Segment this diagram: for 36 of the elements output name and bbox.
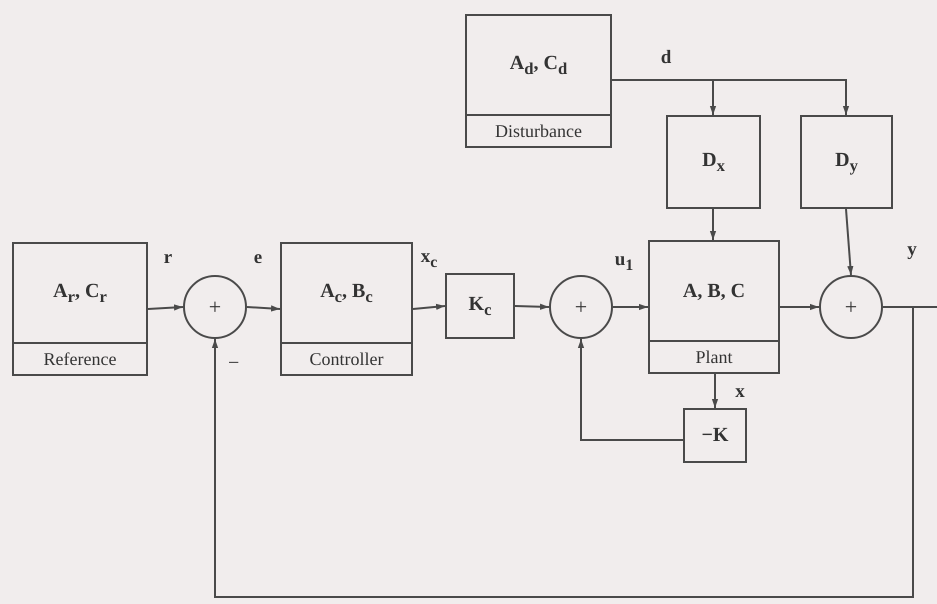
sum-sign: + (844, 294, 858, 320)
block-box (666, 115, 761, 209)
block-label: −K (702, 424, 728, 447)
sum-sign: + (574, 294, 588, 320)
block-box (465, 14, 612, 148)
block-label: A$_{d}$, C$_{d}$ (510, 52, 568, 78)
block-label: A, B, C (682, 280, 746, 302)
connector-arrow (710, 209, 716, 240)
block-box (648, 240, 780, 374)
block-label: K$_{c}$ (468, 292, 492, 320)
block-box (12, 242, 148, 376)
connector-arrow (578, 339, 683, 441)
connector-arrow (613, 304, 648, 310)
sum-sign: + (208, 294, 222, 320)
block-caption: Reference (14, 342, 146, 374)
block-caption: Plant (650, 340, 778, 372)
connector-arrow (246, 305, 280, 312)
block-box (683, 408, 747, 463)
connector-arrow (212, 306, 914, 598)
block-caption: Controller (282, 342, 411, 374)
connector-arrow (612, 79, 850, 115)
block-label: D$_{y}$ (835, 148, 858, 176)
connector-arrow (845, 208, 854, 276)
connector-arrow (712, 374, 718, 408)
block-box (445, 273, 515, 339)
connector-arrow (412, 304, 446, 310)
connector-arrow (148, 304, 184, 311)
block-label: D$_{x}$ (702, 148, 725, 176)
sign-label: − (228, 352, 240, 375)
block-box (800, 115, 893, 209)
block-label: A$_{c}$, B$_{c}$ (320, 280, 373, 306)
block-box (280, 242, 413, 376)
connector-arrow (780, 304, 819, 310)
block-label: A$_{r}$, C$_{r}$ (53, 280, 107, 306)
connector-arrow (514, 304, 550, 310)
block-caption: Disturbance (467, 114, 610, 146)
